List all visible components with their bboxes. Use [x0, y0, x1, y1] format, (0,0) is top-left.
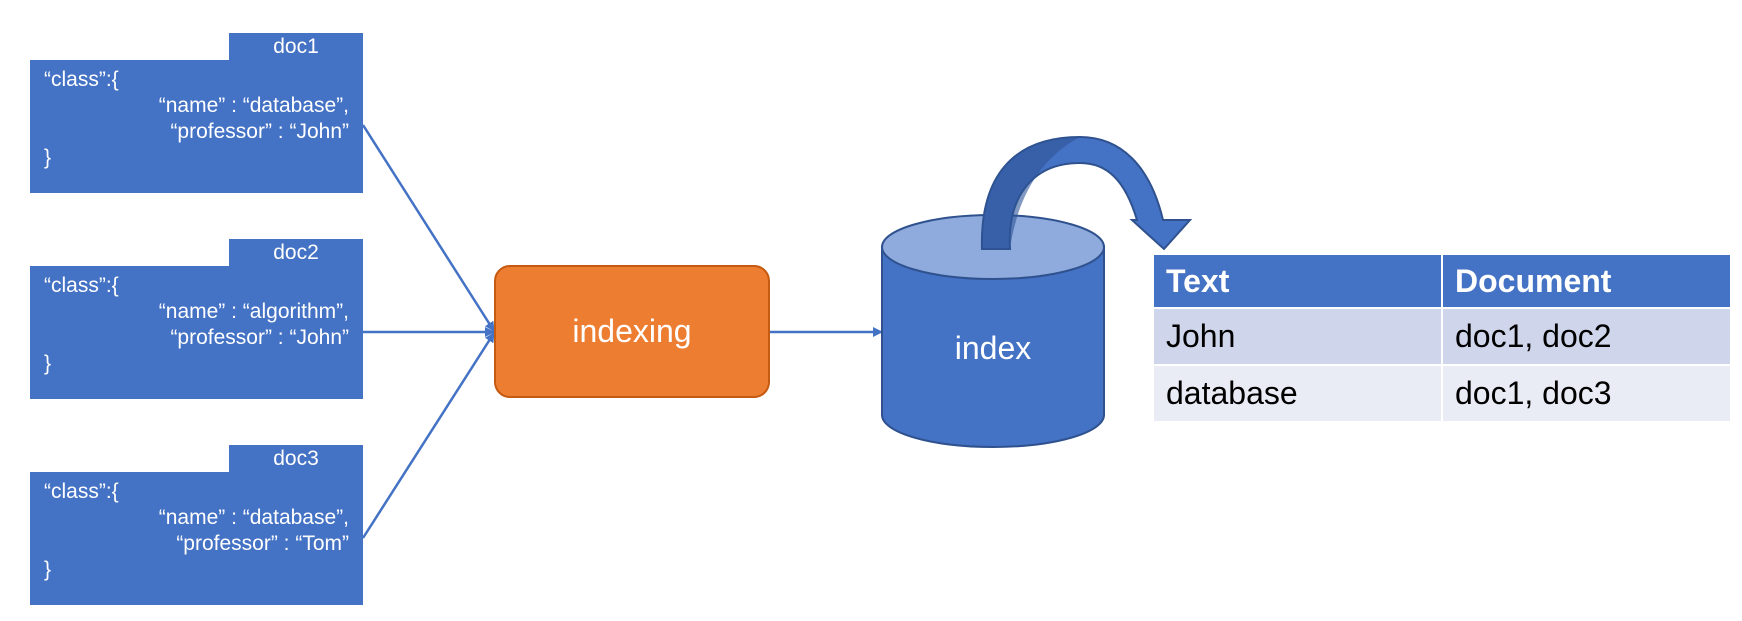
doc-body: “class”:{ “name” : “database”, “professo… — [30, 60, 363, 193]
doc-line-open: “class”:{ — [44, 68, 119, 91]
doc-line-name: “name” : “database”, — [158, 506, 349, 529]
doc-line-close: } — [44, 146, 52, 169]
table-cell-document: doc1, doc3 — [1441, 364, 1732, 423]
doc-line-open: “class”:{ — [44, 274, 119, 297]
arrow-doc3-to-indexing — [361, 332, 496, 539]
doc-line-open: “class”:{ — [44, 480, 119, 503]
doc-body: “class”:{ “name” : “database”, “professo… — [30, 472, 363, 605]
doc-body: “class”:{ “name” : “algorithm”, “profess… — [30, 266, 363, 399]
doc-line-close: } — [44, 352, 52, 375]
doc-line-professor: “professor” : “Tom” — [176, 532, 349, 555]
doc-tab: doc2 — [229, 239, 363, 267]
arrow-doc1-to-indexing — [361, 124, 496, 332]
doc-line-close: } — [44, 558, 52, 581]
table-cell-text: John — [1152, 307, 1443, 366]
index-database-label: index — [954, 330, 1032, 366]
doc-tab: doc1 — [229, 33, 363, 61]
column-header-document: Document — [1441, 253, 1732, 309]
table-row: database doc1, doc3 — [1152, 364, 1732, 423]
table-row: John doc1, doc2 — [1152, 307, 1732, 366]
doc-line-name: “name” : “algorithm”, — [158, 300, 349, 323]
doc-line-professor: “professor” : “John” — [170, 326, 349, 349]
curved-arrow-icon — [980, 135, 1193, 251]
column-header-text: Text — [1152, 253, 1443, 309]
doc-line-professor: “professor” : “John” — [170, 120, 349, 143]
doc-line-name: “name” : “database”, — [158, 94, 349, 117]
inverted-index-table: Text Document John doc1, doc2 database d… — [1152, 253, 1732, 423]
indexing-process-box: indexing — [494, 265, 770, 398]
table-cell-document: doc1, doc2 — [1441, 307, 1732, 366]
table-header-row: Text Document — [1152, 253, 1732, 309]
indexing-label: indexing — [572, 313, 692, 349]
table-cell-text: database — [1152, 364, 1443, 423]
doc-tab: doc3 — [229, 445, 363, 473]
